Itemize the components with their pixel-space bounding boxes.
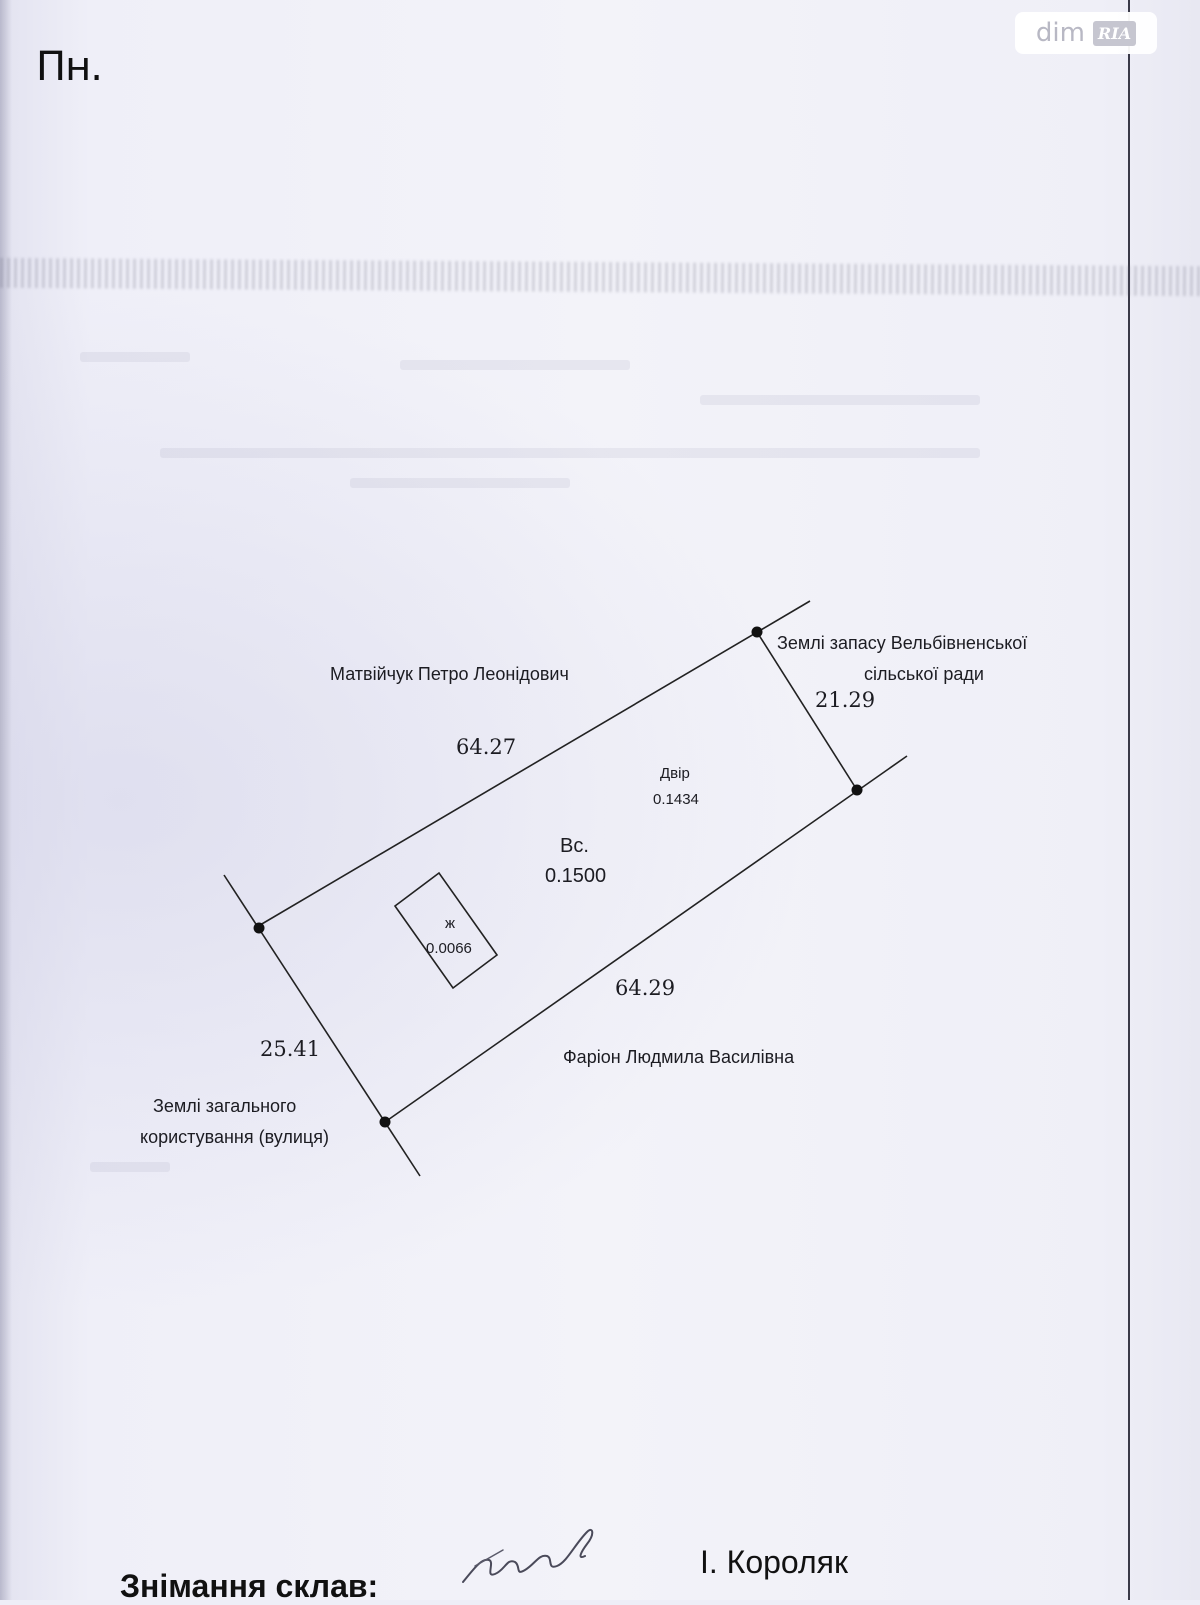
sheet-corner-label: Пн. bbox=[36, 44, 103, 90]
bleed-through-line bbox=[90, 1162, 170, 1172]
house-label: ж bbox=[445, 915, 455, 932]
signature-stroke bbox=[474, 1549, 504, 1567]
corner-point bbox=[851, 784, 863, 796]
corner-point bbox=[253, 922, 265, 934]
watermark-word: dim bbox=[1035, 18, 1085, 48]
side-length-top: 64.27 bbox=[456, 735, 516, 759]
watermark-badge: RIA bbox=[1092, 20, 1137, 46]
house-outline bbox=[393, 871, 499, 990]
neighbor-left-label-2: користування (вулиця) bbox=[140, 1127, 329, 1147]
neighbor-left-label-1: Землі загального bbox=[153, 1096, 296, 1116]
dimria-watermark: dim RIA bbox=[1015, 12, 1157, 54]
total-area: 0.1500 bbox=[545, 865, 606, 887]
compiler-name: І. Короляк bbox=[700, 1544, 848, 1580]
corner-point bbox=[379, 1116, 391, 1128]
yard-label: Двір bbox=[660, 765, 690, 782]
neighbor-bottom-label: Фаріон Людмила Василівна bbox=[563, 1047, 795, 1067]
bleed-through-line bbox=[400, 360, 630, 370]
yard-area: 0.1434 bbox=[653, 791, 699, 808]
side-length-left: 25.41 bbox=[260, 1037, 320, 1061]
boundary-bottom-line bbox=[384, 755, 908, 1123]
neighbor-top-label: Матвійчук Петро Леонідович bbox=[330, 664, 569, 684]
signature-stroke bbox=[462, 1528, 594, 1583]
side-length-bottom: 64.29 bbox=[615, 976, 675, 1000]
total-label: Вс. bbox=[560, 835, 589, 857]
signature-drawing bbox=[462, 1528, 594, 1583]
neighbor-right-label-2: сільської ради bbox=[864, 664, 984, 684]
boundary-right-line bbox=[756, 631, 858, 791]
compiled-by-label: Знімання склав: bbox=[120, 1568, 379, 1604]
page-left-shadow bbox=[0, 0, 12, 1600]
boundary-top-line bbox=[254, 600, 811, 929]
neighbor-right-label-1: Землі запасу Вельбівненської bbox=[777, 633, 1027, 653]
side-length-right: 21.29 bbox=[815, 688, 875, 712]
right-margin-line bbox=[1128, 0, 1130, 1600]
bleed-through-line bbox=[700, 395, 980, 405]
house-area: 0.0066 bbox=[426, 940, 472, 957]
corner-point bbox=[751, 626, 763, 638]
bleed-through-line bbox=[160, 448, 980, 458]
bleed-through-line bbox=[80, 352, 190, 362]
bleed-through-line bbox=[350, 478, 570, 488]
